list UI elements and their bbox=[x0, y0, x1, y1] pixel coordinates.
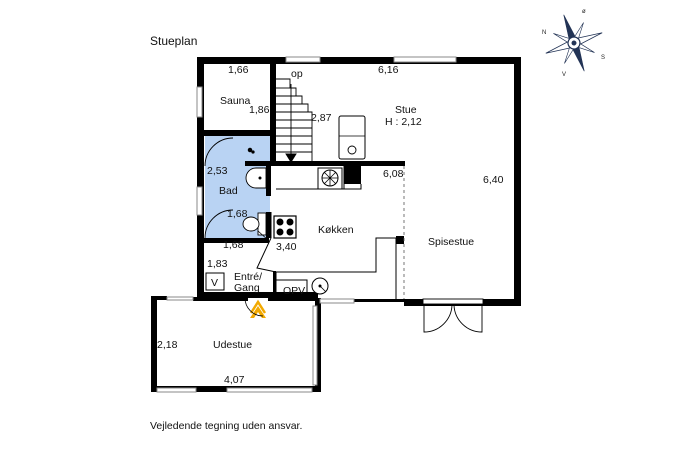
plan-title: Stueplan bbox=[150, 34, 197, 48]
opv-label: OPV bbox=[283, 285, 305, 297]
shower-icon bbox=[204, 137, 255, 239]
room-label-sauna: Sauna bbox=[220, 95, 251, 107]
dim-entre: 1,83 bbox=[207, 258, 228, 270]
room-label-udestue: Udestue bbox=[213, 339, 252, 351]
interior-walls bbox=[197, 64, 405, 298]
dim-sauna-w: 1,66 bbox=[228, 64, 249, 76]
room-label-stue: Stue bbox=[395, 104, 417, 116]
sink-icon bbox=[245, 167, 267, 189]
toilet-icon bbox=[242, 212, 267, 236]
staircase bbox=[276, 78, 313, 163]
terrace-doors bbox=[422, 298, 484, 333]
compass-east: ø bbox=[582, 9, 586, 15]
stove-icon bbox=[273, 215, 297, 239]
v-box: V bbox=[205, 272, 225, 291]
disclaimer: Vejledende tegning uden ansvar. bbox=[150, 420, 302, 432]
compass-north: N bbox=[542, 30, 546, 36]
compass-south: S bbox=[601, 55, 605, 61]
room-label-bad: Bad bbox=[219, 185, 238, 197]
compass-west: V bbox=[562, 72, 566, 78]
kitchen-counter bbox=[276, 166, 362, 190]
dim-stue-w: 6,16 bbox=[378, 64, 399, 76]
utility-outline bbox=[275, 272, 308, 298]
entrance-door-swing bbox=[244, 297, 264, 317]
room-label-gang: Gang bbox=[234, 282, 260, 294]
room-label-kokken: Køkken bbox=[318, 224, 354, 236]
extractor-fan-icon bbox=[317, 167, 343, 190]
dim-bad-h: 2,53 bbox=[207, 165, 228, 177]
dim-kokken: 3,40 bbox=[276, 241, 297, 253]
dim-bad-w1: 1,68 bbox=[227, 208, 248, 220]
dim-udestue-w: 4,07 bbox=[224, 374, 245, 386]
bath-door-swing bbox=[257, 230, 269, 241]
room-label-spisestue: Spisestue bbox=[428, 236, 474, 248]
room-height-stue: H : 2,12 bbox=[385, 116, 422, 128]
dim-stair-len: 2,87 bbox=[311, 112, 332, 124]
dim-sauna-h: 1,86 bbox=[249, 104, 270, 116]
v-box-label: V bbox=[211, 277, 218, 289]
kitchen-peninsula bbox=[256, 212, 397, 299]
compass-rose-icon: N ø S V bbox=[542, 9, 605, 78]
dim-udestue-h: 2,18 bbox=[157, 339, 178, 351]
dim-bad-w2: 1,68 bbox=[223, 239, 244, 251]
dim-house-h: 6,40 bbox=[483, 174, 504, 186]
windows bbox=[156, 56, 457, 393]
entrance-arrow-icon bbox=[250, 306, 266, 318]
dim-stue-len: 6,08 bbox=[383, 168, 404, 180]
room-label-entre: Entré/ bbox=[234, 271, 262, 283]
water-heater-icon bbox=[311, 277, 329, 295]
wood-stove-icon bbox=[338, 115, 366, 160]
stair-label: op bbox=[291, 68, 303, 80]
entrance-chevron-icon bbox=[249, 299, 267, 314]
